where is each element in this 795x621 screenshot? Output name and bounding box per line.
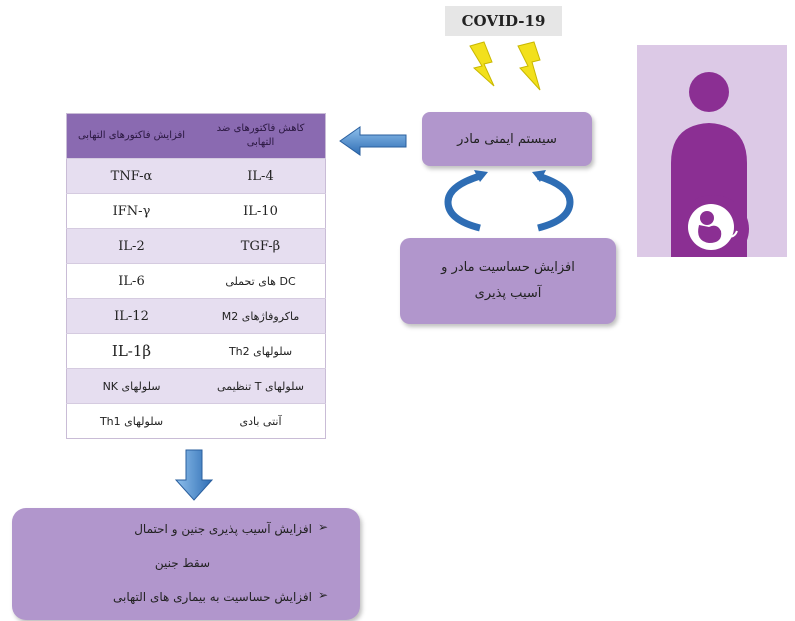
cycle-arrows-icon — [444, 170, 574, 232]
table-cell-left: IL-12 — [66, 298, 196, 334]
outcome-line-1: افزایش آسیب پذیری جنین و احتمال — [134, 522, 312, 536]
table-cell-left: IL-2 — [66, 228, 196, 264]
table-row: IL-2 TGF-β — [66, 228, 326, 264]
table-row: IL-6 DC های تحملی — [66, 263, 326, 299]
table-cell-right: سلولهای T تنظیمی — [196, 368, 326, 404]
bullet-arrow-icon: ➢ — [317, 588, 328, 602]
table-cell-left: IL-1β — [66, 333, 196, 369]
outcome-box: ➢ افزایش آسیب پذیری جنین و احتمال سقط جن… — [12, 508, 360, 620]
maternal-immune-system-box: سیستم ایمنی مادر — [422, 112, 592, 166]
table-cell-left: سلولهای NK — [66, 368, 196, 404]
pregnant-woman-icon — [671, 72, 749, 263]
table-row: TNF-α IL-4 — [66, 158, 326, 194]
maternal-susceptibility-box: افزایش حساسیت مادر و آسیب پذیری — [400, 238, 616, 324]
maternal-immune-system-label: سیستم ایمنی مادر — [457, 131, 557, 147]
lightning-icon — [469, 41, 541, 91]
arrow-down-icon — [174, 449, 214, 501]
bullet-arrow-icon: ➢ — [317, 520, 328, 534]
table-cell-right: آنتی بادی — [196, 403, 326, 439]
table-cell-right: IL-10 — [196, 193, 326, 229]
table-cell-left: سلولهای Th1 — [66, 403, 196, 439]
table-cell-right: DC های تحملی — [196, 263, 326, 299]
table-row: سلولهای NK سلولهای T تنظیمی — [66, 368, 326, 404]
table-cell-left: IFN-γ — [66, 193, 196, 229]
table-cell-right: IL-4 — [196, 158, 326, 194]
table-cell-left: IL-6 — [66, 263, 196, 299]
table-row: IFN-γ IL-10 — [66, 193, 326, 229]
table-cell-right: TGF-β — [196, 228, 326, 264]
table-row: IL-1β سلولهای Th2 — [66, 333, 326, 369]
header-increase-inflammatory: افزایش فاکتورهای التهابی — [66, 113, 196, 159]
table-cell-right: سلولهای Th2 — [196, 333, 326, 369]
outcome-line-2: سقط جنین — [154, 556, 210, 570]
lightning-bolt-left — [469, 41, 495, 87]
table-cell-right: ماکروفاژهای M2 — [196, 298, 326, 334]
susceptibility-line-2: آسیب پذیری — [474, 286, 542, 301]
outcome-line-3: افزایش حساسیت به بیماری های التهابی — [112, 590, 312, 604]
pregnant-woman-panel — [637, 45, 787, 263]
table-header-row: افزایش فاکتورهای التهابی کاهش فاکتورهای … — [66, 113, 326, 159]
arrow-left-icon — [339, 126, 407, 156]
table-row: IL-12 ماکروفاژهای M2 — [66, 298, 326, 334]
lightning-bolt-right — [517, 41, 541, 91]
header-decrease-anti-inflammatory: کاهش فاکتورهای ضد التهابی — [196, 113, 326, 159]
covid-label: COVID-19 — [445, 6, 562, 36]
table-row: سلولهای Th1 آنتی بادی — [66, 403, 326, 439]
susceptibility-line-1: افزایش حساسیت مادر و — [441, 260, 575, 275]
cytokine-table: افزایش فاکتورهای التهابی کاهش فاکتورهای … — [66, 113, 326, 439]
table-cell-left: TNF-α — [66, 158, 196, 194]
